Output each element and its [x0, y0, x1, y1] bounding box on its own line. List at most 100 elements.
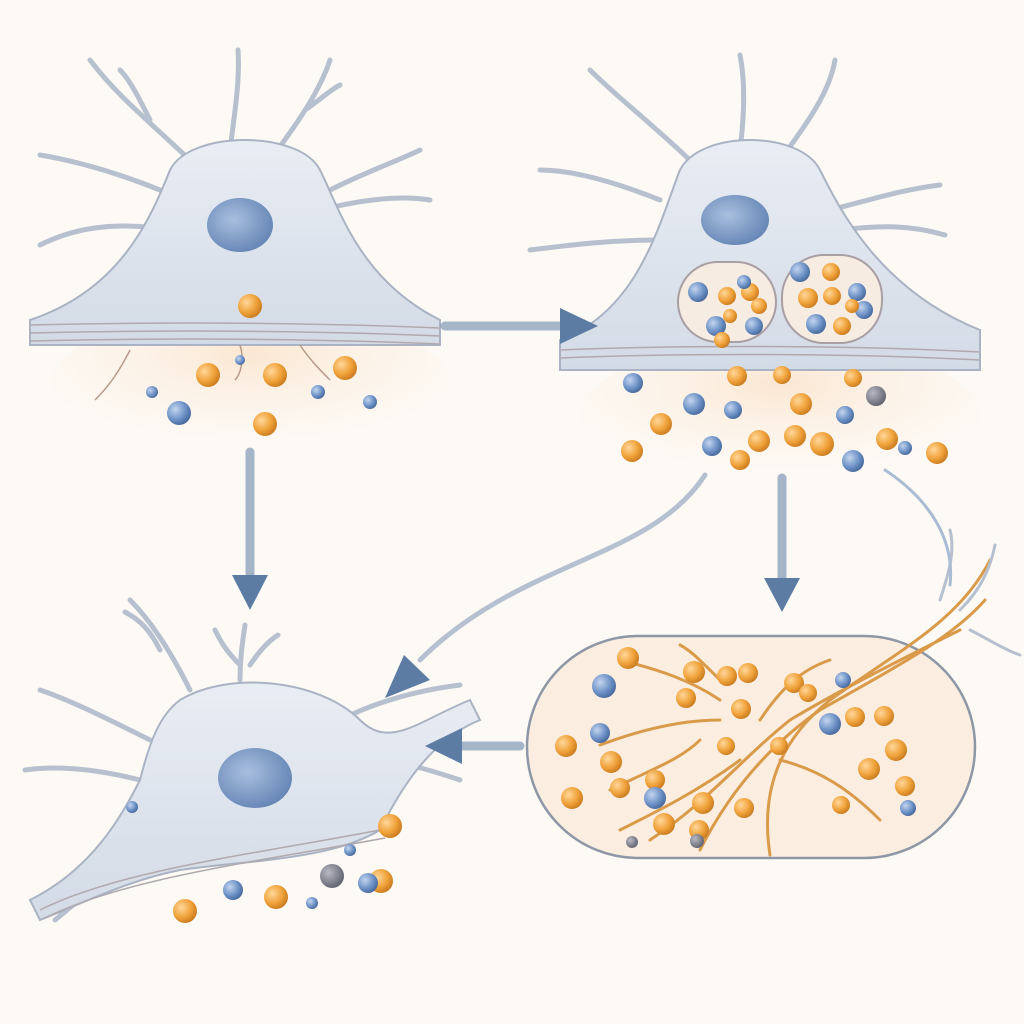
orange-particle: [600, 751, 622, 773]
gray-particle: [690, 834, 704, 848]
orange-particle: [885, 739, 907, 761]
orange-particle: [196, 363, 220, 387]
orange-particle: [717, 737, 735, 755]
arrowhead: [385, 655, 430, 698]
orange-particle: [610, 778, 630, 798]
orange-particle: [645, 770, 665, 790]
orange-particle: [798, 288, 818, 308]
blue-particle: [644, 787, 666, 809]
orange-particle: [895, 776, 915, 796]
orange-particle: [253, 412, 277, 436]
orange-particle: [858, 758, 880, 780]
cell-body: [559, 139, 981, 371]
arrow-releasing-to-capsule-thin: [883, 468, 953, 587]
blue-particle: [223, 880, 243, 900]
orange-particle: [173, 899, 197, 923]
orange-particle: [621, 440, 643, 462]
orange-particle: [727, 366, 747, 386]
arrowhead: [425, 728, 462, 764]
orange-particle: [823, 287, 841, 305]
blue-particle: [806, 314, 826, 334]
blue-particle: [592, 674, 616, 698]
orange-particle: [833, 317, 851, 335]
orange-particle: [263, 363, 287, 387]
orange-particle: [676, 688, 696, 708]
particles-top-left: [146, 294, 377, 436]
blue-particle: [848, 283, 866, 301]
nucleus: [207, 198, 273, 252]
blue-particle: [344, 844, 356, 856]
arrow-releasing-to-recovered-curved: [417, 472, 708, 663]
blue-particle: [706, 316, 726, 336]
orange-particle: [845, 707, 865, 727]
arrowhead: [560, 308, 598, 344]
orange-particle: [770, 737, 788, 755]
blue-particle: [835, 672, 851, 688]
orange-particle: [683, 661, 705, 683]
orange-particle: [784, 425, 806, 447]
blue-particle: [790, 262, 810, 282]
blue-particle: [842, 450, 864, 472]
orange-particle: [748, 430, 770, 452]
blue-particle: [900, 800, 916, 816]
orange-particle: [810, 432, 834, 456]
orange-particle: [790, 393, 812, 415]
gray-particle: [866, 386, 886, 406]
blue-particle: [146, 386, 158, 398]
orange-particle: [723, 309, 737, 323]
orange-particle: [926, 442, 948, 464]
extracellular-fibers: [94, 344, 331, 401]
orange-particle: [876, 428, 898, 450]
panel-neuron-recovered: [22, 597, 482, 923]
blue-particle: [126, 801, 138, 813]
orange-particle: [822, 263, 840, 281]
orange-particle: [718, 287, 736, 305]
orange-particle: [617, 647, 639, 669]
orange-particle: [717, 666, 737, 686]
blue-particle: [235, 355, 245, 365]
orange-particle: [692, 792, 714, 814]
orange-particle: [738, 663, 758, 683]
membrane-lines: [39, 829, 386, 919]
orange-particle: [731, 699, 751, 719]
blue-particle: [836, 406, 854, 424]
orange-particle: [799, 684, 817, 702]
particles-bottom-left: [126, 801, 402, 923]
blue-particle: [306, 897, 318, 909]
blue-particle: [590, 723, 610, 743]
orange-particle: [832, 796, 850, 814]
blue-particle: [358, 873, 378, 893]
particles-capsule: [555, 647, 916, 848]
panel-neuron-releasing-vesicles: [527, 52, 981, 490]
particles-top-right: [621, 262, 948, 472]
orange-particle: [650, 413, 672, 435]
orange-particle: [751, 298, 767, 314]
blue-particle: [683, 393, 705, 415]
synaptic-zone: [50, 310, 450, 460]
orange-particle: [714, 332, 730, 348]
blue-particle: [363, 395, 377, 409]
panel-uptake-network-capsule: [525, 528, 1022, 860]
arrowhead: [232, 575, 268, 610]
blue-particle: [898, 441, 912, 455]
orange-particle: [730, 450, 750, 470]
arrowhead: [764, 578, 800, 612]
panel-neuron-resting: [29, 47, 450, 460]
blue-particle: [702, 436, 722, 456]
membrane-lines: [29, 322, 441, 345]
orange-particle: [378, 814, 402, 838]
orange-particle: [333, 356, 357, 380]
blue-particle: [623, 373, 643, 393]
flow-arrows: [232, 308, 953, 764]
blue-particle: [724, 401, 742, 419]
orange-particle: [784, 673, 804, 693]
orange-particle: [844, 369, 862, 387]
orange-particle: [555, 735, 577, 757]
blue-particle: [311, 385, 325, 399]
nucleus: [218, 748, 292, 808]
external-dendrites: [938, 528, 1022, 657]
orange-particle: [734, 798, 754, 818]
orange-particle: [773, 366, 791, 384]
gray-particle: [626, 836, 638, 848]
